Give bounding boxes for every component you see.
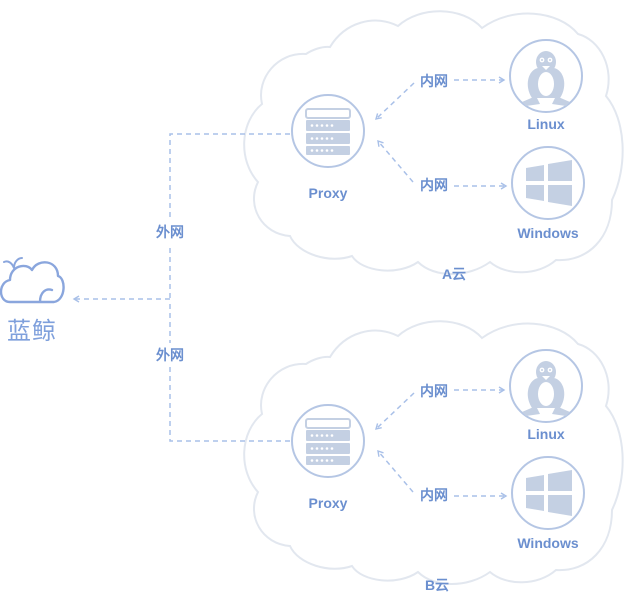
cloud-b-intranet-label-bottom: 内网: [420, 487, 448, 503]
outer-link-label-top: 外网: [156, 224, 184, 240]
cloud-a-intranet-label-bottom: 内网: [420, 177, 448, 193]
cloud-a-windows-icon: [511, 146, 585, 220]
brand-cloud-icon: [0, 261, 65, 304]
cloud-b-proxy-label: Proxy: [309, 495, 348, 511]
cloud-a-windows-label: Windows: [517, 225, 579, 241]
outer-link-label-bottom: 外网: [156, 347, 184, 363]
outer-link-bottom: [169, 300, 290, 442]
cloud-a: A云 Proxy Linux Windows 内网 内网: [243, 10, 624, 282]
cloud-a-proxy-label: Proxy: [309, 185, 348, 201]
cloud-b-label: B云: [425, 577, 449, 593]
outer-link-top: [169, 133, 290, 300]
brand-name: 蓝鲸: [7, 317, 57, 345]
brand-sprout-icon: [3, 257, 23, 269]
cloud-b-windows-icon: [511, 456, 585, 530]
cloud-a-intranet-label-top: 内网: [420, 73, 448, 89]
cloud-b-linux-icon: [509, 349, 583, 423]
cloud-a-label: A云: [442, 266, 466, 282]
cloud-a-proxy-icon: [291, 94, 365, 168]
cloud-a-linux-icon: [509, 39, 583, 113]
cloud-b-windows-label: Windows: [517, 535, 579, 551]
cloud-b-linux-label: Linux: [527, 426, 565, 442]
brand-logo: 蓝鲸: [0, 257, 65, 345]
cloud-a-linux-label: Linux: [527, 116, 565, 132]
cloud-b-proxy-icon: [291, 404, 365, 478]
cloud-b-intranet-label-top: 内网: [420, 383, 448, 399]
cloud-b: B云 Proxy Linux Windows 内网 内网: [243, 320, 624, 593]
